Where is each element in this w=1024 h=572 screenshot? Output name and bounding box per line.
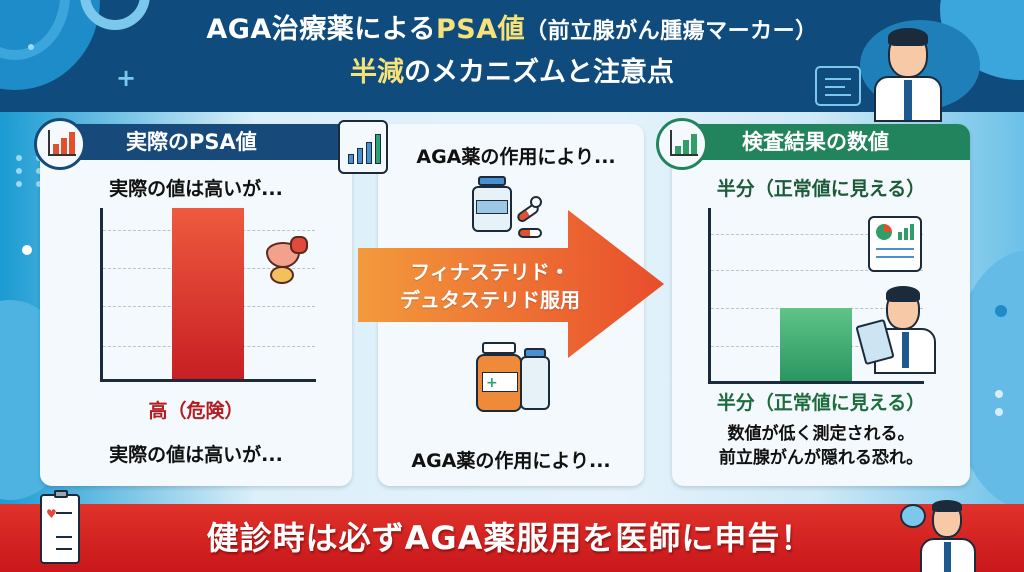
medicine-bottle-icon	[472, 176, 512, 232]
bar-label: 高（危険）	[148, 400, 244, 422]
panel-header: 実際のPSA値	[40, 124, 352, 160]
arrow-label-line-1: フィナステリド・	[410, 260, 570, 284]
decor-dot	[995, 390, 1003, 398]
chart-bar-half	[780, 308, 852, 381]
doctor-illustration	[904, 500, 984, 572]
decor-dot	[16, 181, 22, 187]
test-result-panel: 検査結果の数値 半分（正常値に見える） 半分（正常値に見える） 数値が低く測定さ…	[656, 118, 970, 486]
decor-dot	[995, 408, 1003, 416]
arrow-label-line-2: デュタステリド服用	[400, 288, 580, 312]
speech-bubble-icon	[900, 504, 926, 528]
warning-banner	[0, 504, 1024, 572]
panel-bottom-caption: 実際の値は高いが...	[109, 444, 283, 466]
medicine-bottles-icon: +	[474, 342, 560, 418]
title-text: AGA治療薬による	[206, 14, 436, 45]
growth-chart-icon	[656, 118, 708, 170]
panel-bottom-caption: 数値が低く測定される。 前立腺がんが隠れる恐れ。	[672, 422, 970, 470]
test-result-chart	[708, 208, 924, 384]
title-highlight: 半減	[350, 57, 404, 88]
doctor-with-clipboard	[855, 284, 938, 374]
plus-icon: +	[116, 64, 137, 92]
actual-psa-chart	[100, 208, 316, 382]
caption-line-2: 前立腺がんが隠れる恐れ。	[718, 448, 924, 468]
bar-label: 半分（正常値に見える）	[716, 392, 926, 414]
banner-text: 健診時は必ずAGA薬服用を医師に申告！	[206, 519, 814, 557]
decor-dot	[36, 181, 42, 187]
panel-top-caption: 実際の値は高いが...	[109, 178, 283, 200]
title-text: のメカニズムと注意点	[404, 57, 674, 88]
title-highlight: PSA値	[436, 14, 526, 45]
decor-dot	[16, 168, 22, 174]
decor-dot	[995, 305, 1007, 317]
decor-dot	[16, 155, 22, 161]
prostate-icon	[264, 236, 308, 288]
document-icon	[815, 66, 861, 106]
title-line-1: AGA治療薬によるPSA値（前立腺がん腫瘍マーカー）	[0, 10, 1024, 52]
page-title: AGA治療薬によるPSA値（前立腺がん腫瘍マーカー） 半減のメカニズムと注意点	[0, 10, 1024, 94]
arrow-label: フィナステリド・ デュタステリド服用	[375, 258, 605, 314]
arrow-icon	[358, 210, 664, 358]
chart-bar-high	[172, 208, 244, 379]
actual-psa-panel: 実際のPSA値 実際の値は高いが... 高（危険） 実際の値は高いが...	[34, 118, 352, 486]
panel-top-caption: AGA薬の作用により...	[416, 146, 616, 168]
title-line-2: 半減のメカニズムと注意点	[0, 52, 1024, 94]
header-background	[0, 0, 1024, 112]
trend-chart-icon	[338, 120, 388, 174]
decor-dot	[22, 245, 32, 255]
decor-dot	[36, 168, 42, 174]
doctor-illustration	[868, 18, 948, 122]
panel-bottom-caption: AGA薬の作用により...	[411, 450, 611, 472]
caption-line-1: 数値が低く測定される。	[727, 424, 915, 444]
pill-icon	[518, 228, 542, 238]
clipboard-checklist-icon: ♥	[40, 490, 80, 564]
decor-dot	[28, 44, 34, 50]
bar-chart-icon	[34, 118, 86, 170]
panel-header: 検査結果の数値	[672, 124, 970, 160]
title-subtext: （前立腺がん腫瘍マーカー）	[525, 19, 818, 44]
report-bubble-icon	[868, 216, 922, 272]
tablet-icon	[530, 196, 542, 208]
panel-top-caption: 半分（正常値に見える）	[716, 178, 926, 200]
